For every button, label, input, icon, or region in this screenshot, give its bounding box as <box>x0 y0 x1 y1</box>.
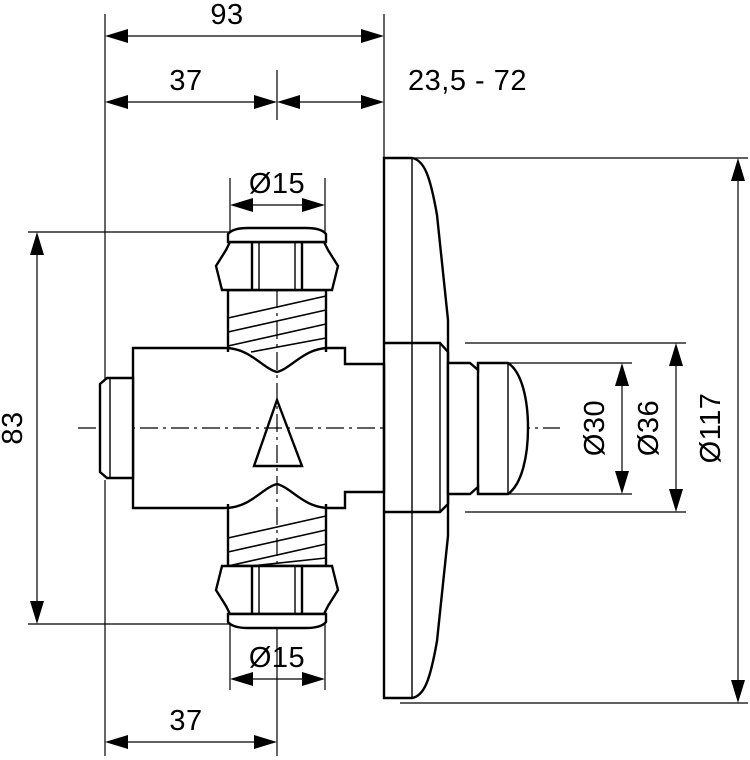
top-union-nut <box>214 226 340 292</box>
arrowhead-right <box>302 198 325 212</box>
arrowhead-top <box>669 343 683 366</box>
bottom-union-nut <box>214 564 340 630</box>
dimension-label-body-depth-bottom: 37 <box>169 705 202 737</box>
flow-direction-triangle <box>252 396 304 468</box>
arrowhead-bottom <box>615 471 629 494</box>
arrowhead-top <box>30 232 44 255</box>
dimension-plate-dia: Ø117 <box>695 158 745 703</box>
arrowhead-bottom <box>30 601 44 624</box>
arrowhead-right <box>254 95 277 109</box>
arrowhead-left <box>230 198 253 212</box>
centerlines <box>78 228 560 628</box>
dimension-overall-depth: 93 <box>105 0 384 43</box>
arrowhead-right <box>302 672 325 686</box>
dimension-inlet-top: Ø15 <box>230 168 325 212</box>
dimension-label-body-height: 83 <box>0 411 29 444</box>
dimension-body-depth-top: 37 <box>105 65 277 109</box>
arrowhead-right <box>361 29 384 43</box>
dimension-inlet-bottom: Ø15 <box>230 642 325 686</box>
dimension-label-overall-depth: 93 <box>210 0 243 31</box>
dimension-label-adjust-range: 23,5 - 72 <box>408 65 527 97</box>
arrowhead-right <box>254 735 277 749</box>
extension-lines <box>28 14 748 756</box>
top-threaded-inlet <box>226 288 328 353</box>
dimension-spindle-dia: Ø36 <box>633 343 683 512</box>
dimension-label-plate-dia: Ø117 <box>695 393 727 464</box>
arrowhead-top <box>731 158 745 181</box>
arrowhead-left <box>105 735 128 749</box>
dimension-body-depth-bottom: 37 <box>105 705 277 749</box>
dimension-knob-dia: Ø30 <box>579 363 629 494</box>
arrowhead-top <box>615 363 629 386</box>
dimension-label-body-depth: 37 <box>169 65 202 97</box>
escutcheon-plate <box>382 156 450 700</box>
dimension-body-height: 83 <box>0 232 44 624</box>
arrowhead-bottom <box>669 489 683 512</box>
left-end-cap <box>98 376 135 480</box>
dimension-label-knob-dia: Ø30 <box>579 400 611 456</box>
arrowhead-left <box>230 672 253 686</box>
dimension-label-spindle-dia: Ø36 <box>633 400 665 456</box>
dimension-label-inlet-bottom: Ø15 <box>249 642 305 674</box>
dimension-adjust-range: 23,5 - 72 <box>277 65 527 109</box>
valve-body <box>131 346 386 510</box>
arrowhead-right <box>361 95 384 109</box>
arrowhead-left <box>277 95 300 109</box>
dimension-label-inlet-top: Ø15 <box>249 168 305 200</box>
arrowhead-left <box>105 95 128 109</box>
arrowhead-left <box>105 29 128 43</box>
arrowhead-bottom <box>731 680 745 703</box>
control-knob <box>446 361 530 496</box>
